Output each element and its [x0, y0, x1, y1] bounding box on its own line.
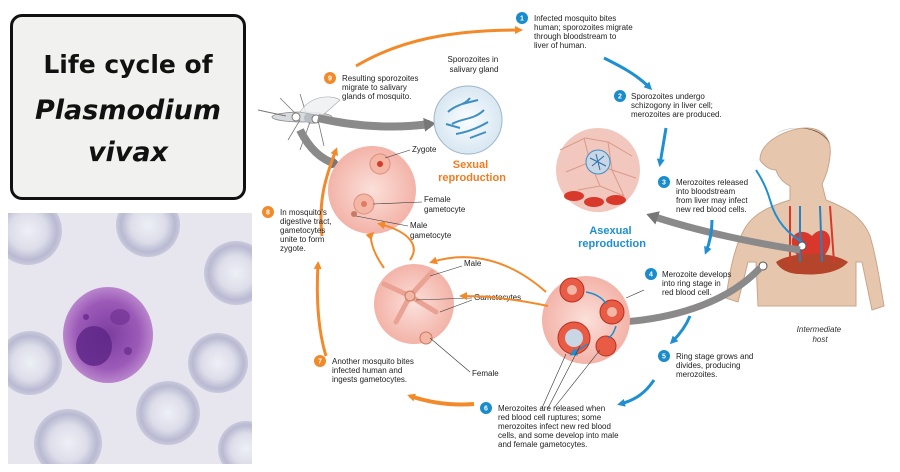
svg-text:3: 3 [662, 180, 666, 187]
blood-to-rbc-arrow [616, 265, 763, 329]
intermediate-host-label: Intermediate host [797, 325, 844, 344]
human-host-figure [725, 127, 885, 311]
red-blood-cells [8, 213, 252, 464]
svg-text:Resulting sporozoites mi: Resulting sporozoites migrate to salivar… [342, 74, 421, 101]
step-2: 2 Sporozoites undergo schizogony in live… [614, 90, 722, 119]
arrow-step2-to-step3 [656, 127, 668, 167]
svg-text:4: 4 [649, 272, 653, 279]
infected-red-blood-cell [63, 287, 153, 383]
arrow-male-to-zygote [377, 221, 415, 261]
female-label: Female [472, 369, 499, 378]
arrow-gametocytes-to-zygote [365, 231, 385, 269]
arrow-step6-to-step7 [407, 393, 475, 407]
life-cycle-diagram: Intermediate host Sporozoites in salivar… [257, 12, 885, 449]
svg-text:2: 2 [618, 94, 622, 101]
svg-text:Another mosquito bites i: Another mosquito bites infected human an… [332, 357, 416, 384]
female-gametocyte-label: Female gametocyte [424, 195, 466, 214]
arrow-step8-to-step9 [319, 147, 338, 237]
svg-text:7: 7 [318, 359, 322, 366]
arrow-rbc-to-male [429, 256, 547, 293]
svg-text:6: 6 [484, 406, 488, 413]
step-1: 1 Infected mosquito bites human; sporozo… [516, 12, 635, 50]
gametocytes-circle [374, 264, 454, 345]
arrow-step7-to-step8 [313, 261, 328, 357]
svg-text:Merozoites released into: Merozoites released into bloodstream fro… [676, 178, 750, 214]
step-9: 9 Resulting sporozoites migrate to saliv… [324, 72, 421, 101]
step-5: 5 Ring stage grows and divides, producin… [658, 350, 756, 379]
male-label: Male [464, 259, 482, 268]
title-line-3: vivax [87, 137, 169, 168]
arrow-step3-to-step4 [704, 219, 714, 255]
male-gametocyte-label: Male gametocyte [410, 221, 452, 240]
step-3: 3 Merozoites released into bloodstream f… [658, 176, 750, 214]
salivary-gland-circle [433, 85, 503, 155]
svg-text:Sporozoites undergo schi: Sporozoites undergo schizogony in liver … [631, 92, 722, 119]
zygote-circle [328, 146, 416, 234]
asexual-reproduction-label: Asexual reproduction [578, 225, 646, 250]
arrow-step9-to-step1 [355, 26, 523, 68]
sexual-reproduction-label: Sexual reproduction [438, 159, 506, 184]
svg-text:Ring stage grows and div: Ring stage grows and divides, producing … [676, 352, 756, 379]
title-line-1: Life cycle of [43, 50, 213, 79]
mosquito-to-salivary-arrow [317, 114, 436, 132]
sporozoites-label: Sporozoites in salivary gland [448, 55, 501, 74]
svg-text:5: 5 [662, 354, 666, 361]
merozoite-pointer-lines [541, 345, 601, 409]
liver-to-blood-arrow [646, 211, 801, 254]
svg-text:Merozoites are released when: Merozoites are released when red blood c… [498, 404, 621, 449]
svg-text:In mosquito's digestive: In mosquito's digestive tract, gametocyt… [280, 208, 334, 253]
svg-text:Merozoite develops into: Merozoite develops into ring stage in re… [662, 270, 734, 297]
svg-text:9: 9 [328, 76, 332, 83]
step-4: 4 Merozoite develops into ring stage in … [645, 268, 734, 297]
step-6: 6 Merozoites are released when red blood… [480, 402, 621, 449]
arrow-step4-to-step5 [669, 315, 692, 345]
title-card: Life cycle of Plasmodium vivax [10, 14, 246, 200]
svg-text:1: 1 [520, 16, 524, 23]
step-8: 8 In mosquito's digestive tract, gametoc… [262, 206, 334, 253]
zygote-label: Zygote [412, 145, 437, 154]
red-blood-cell-circle [542, 276, 630, 364]
arrow-ring-pointer [625, 289, 645, 299]
liver-cell-circle [556, 128, 640, 212]
svg-text:8: 8 [266, 210, 270, 217]
step-7: 7 Another mosquito bites infected human … [314, 355, 416, 384]
mosquito-to-gut-arrow [296, 128, 342, 170]
svg-text:Infected mosquito bites: Infected mosquito bites human; sporozoit… [534, 14, 635, 50]
blood-smear-micrograph [8, 213, 252, 464]
arrow-rbc-to-gametocytes [459, 292, 549, 307]
arrow-step5-to-step6 [617, 379, 656, 407]
arrow-step1-to-step2 [603, 56, 653, 91]
title-line-2: Plasmodium [35, 95, 221, 126]
